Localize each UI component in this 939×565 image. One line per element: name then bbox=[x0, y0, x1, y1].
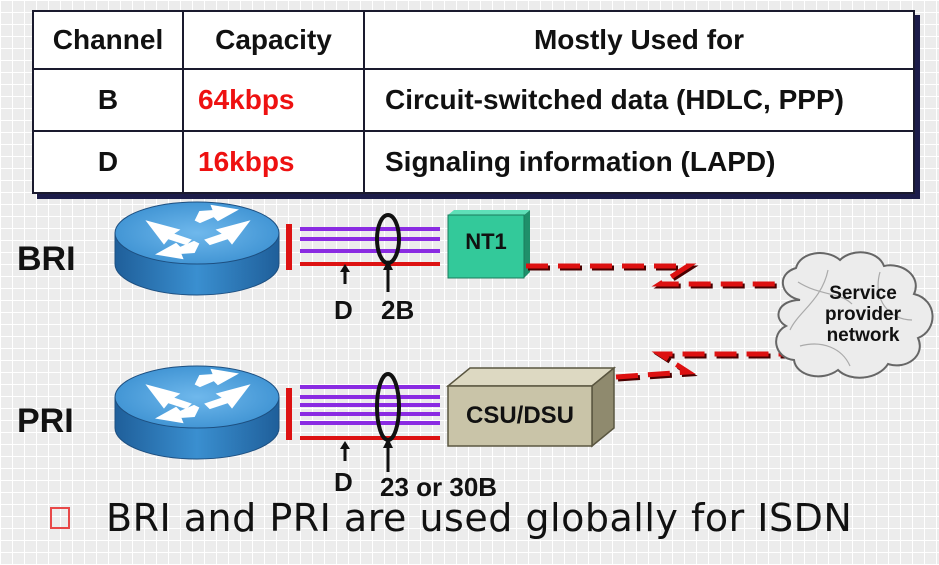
bri-line-bundle bbox=[286, 213, 440, 270]
pri-router-icon bbox=[114, 365, 280, 460]
bri-label: BRI bbox=[17, 240, 76, 278]
channel-table: Channel Capacity Mostly Used for B 64kbp… bbox=[32, 10, 915, 194]
bri-b-label: 2B bbox=[381, 295, 414, 325]
table-row: D 16kbps Signaling information (LAPD) bbox=[32, 130, 915, 194]
cell-capacity: 64kbps bbox=[182, 68, 365, 132]
csu-dsu-label: CSU/DSU bbox=[466, 402, 574, 429]
bullet-square-icon bbox=[50, 507, 70, 529]
bullet-text: BRI and PRI are used globally for ISDN bbox=[106, 496, 853, 540]
header-capacity: Capacity bbox=[182, 10, 365, 70]
header-mostly-used-for: Mostly Used for bbox=[363, 10, 915, 70]
cloud-line-2: provider bbox=[825, 304, 902, 325]
pri-line-bundle bbox=[286, 372, 440, 442]
csu-dsu-device: CSU/DSU bbox=[445, 366, 617, 448]
cell-use: Circuit-switched data (HDLC, PPP) bbox=[363, 68, 915, 132]
pri-b-arrow bbox=[383, 438, 393, 472]
cloud-line-3: network bbox=[827, 325, 900, 346]
bri-router-icon bbox=[114, 201, 280, 296]
table-row: B 64kbps Circuit-switched data (HDLC, PP… bbox=[32, 68, 915, 132]
bullet-point: BRI and PRI are used globally for ISDN bbox=[50, 496, 852, 540]
pri-label: PRI bbox=[17, 402, 74, 440]
pri-d-arrow bbox=[340, 441, 350, 461]
pri-b-label: 23 or 30B bbox=[380, 472, 497, 502]
bri-provider-link bbox=[526, 263, 812, 289]
bri-b-arrow bbox=[383, 260, 393, 292]
bri-d-arrow bbox=[340, 264, 350, 284]
nt1-device: NT1 bbox=[447, 210, 530, 279]
cell-channel: B bbox=[32, 68, 184, 132]
service-provider-cloud: Service provider network bbox=[775, 251, 934, 379]
cloud-line-1: Service bbox=[829, 283, 897, 304]
cell-use: Signaling information (LAPD) bbox=[363, 130, 915, 194]
header-channel: Channel bbox=[32, 10, 184, 70]
pri-provider-link bbox=[615, 351, 812, 382]
bri-d-label: D bbox=[334, 295, 353, 325]
pri-d-label: D bbox=[334, 467, 353, 497]
cell-capacity: 16kbps bbox=[182, 130, 365, 194]
nt1-label: NT1 bbox=[465, 229, 507, 254]
cell-channel: D bbox=[32, 130, 184, 194]
table-header-row: Channel Capacity Mostly Used for bbox=[32, 10, 915, 70]
